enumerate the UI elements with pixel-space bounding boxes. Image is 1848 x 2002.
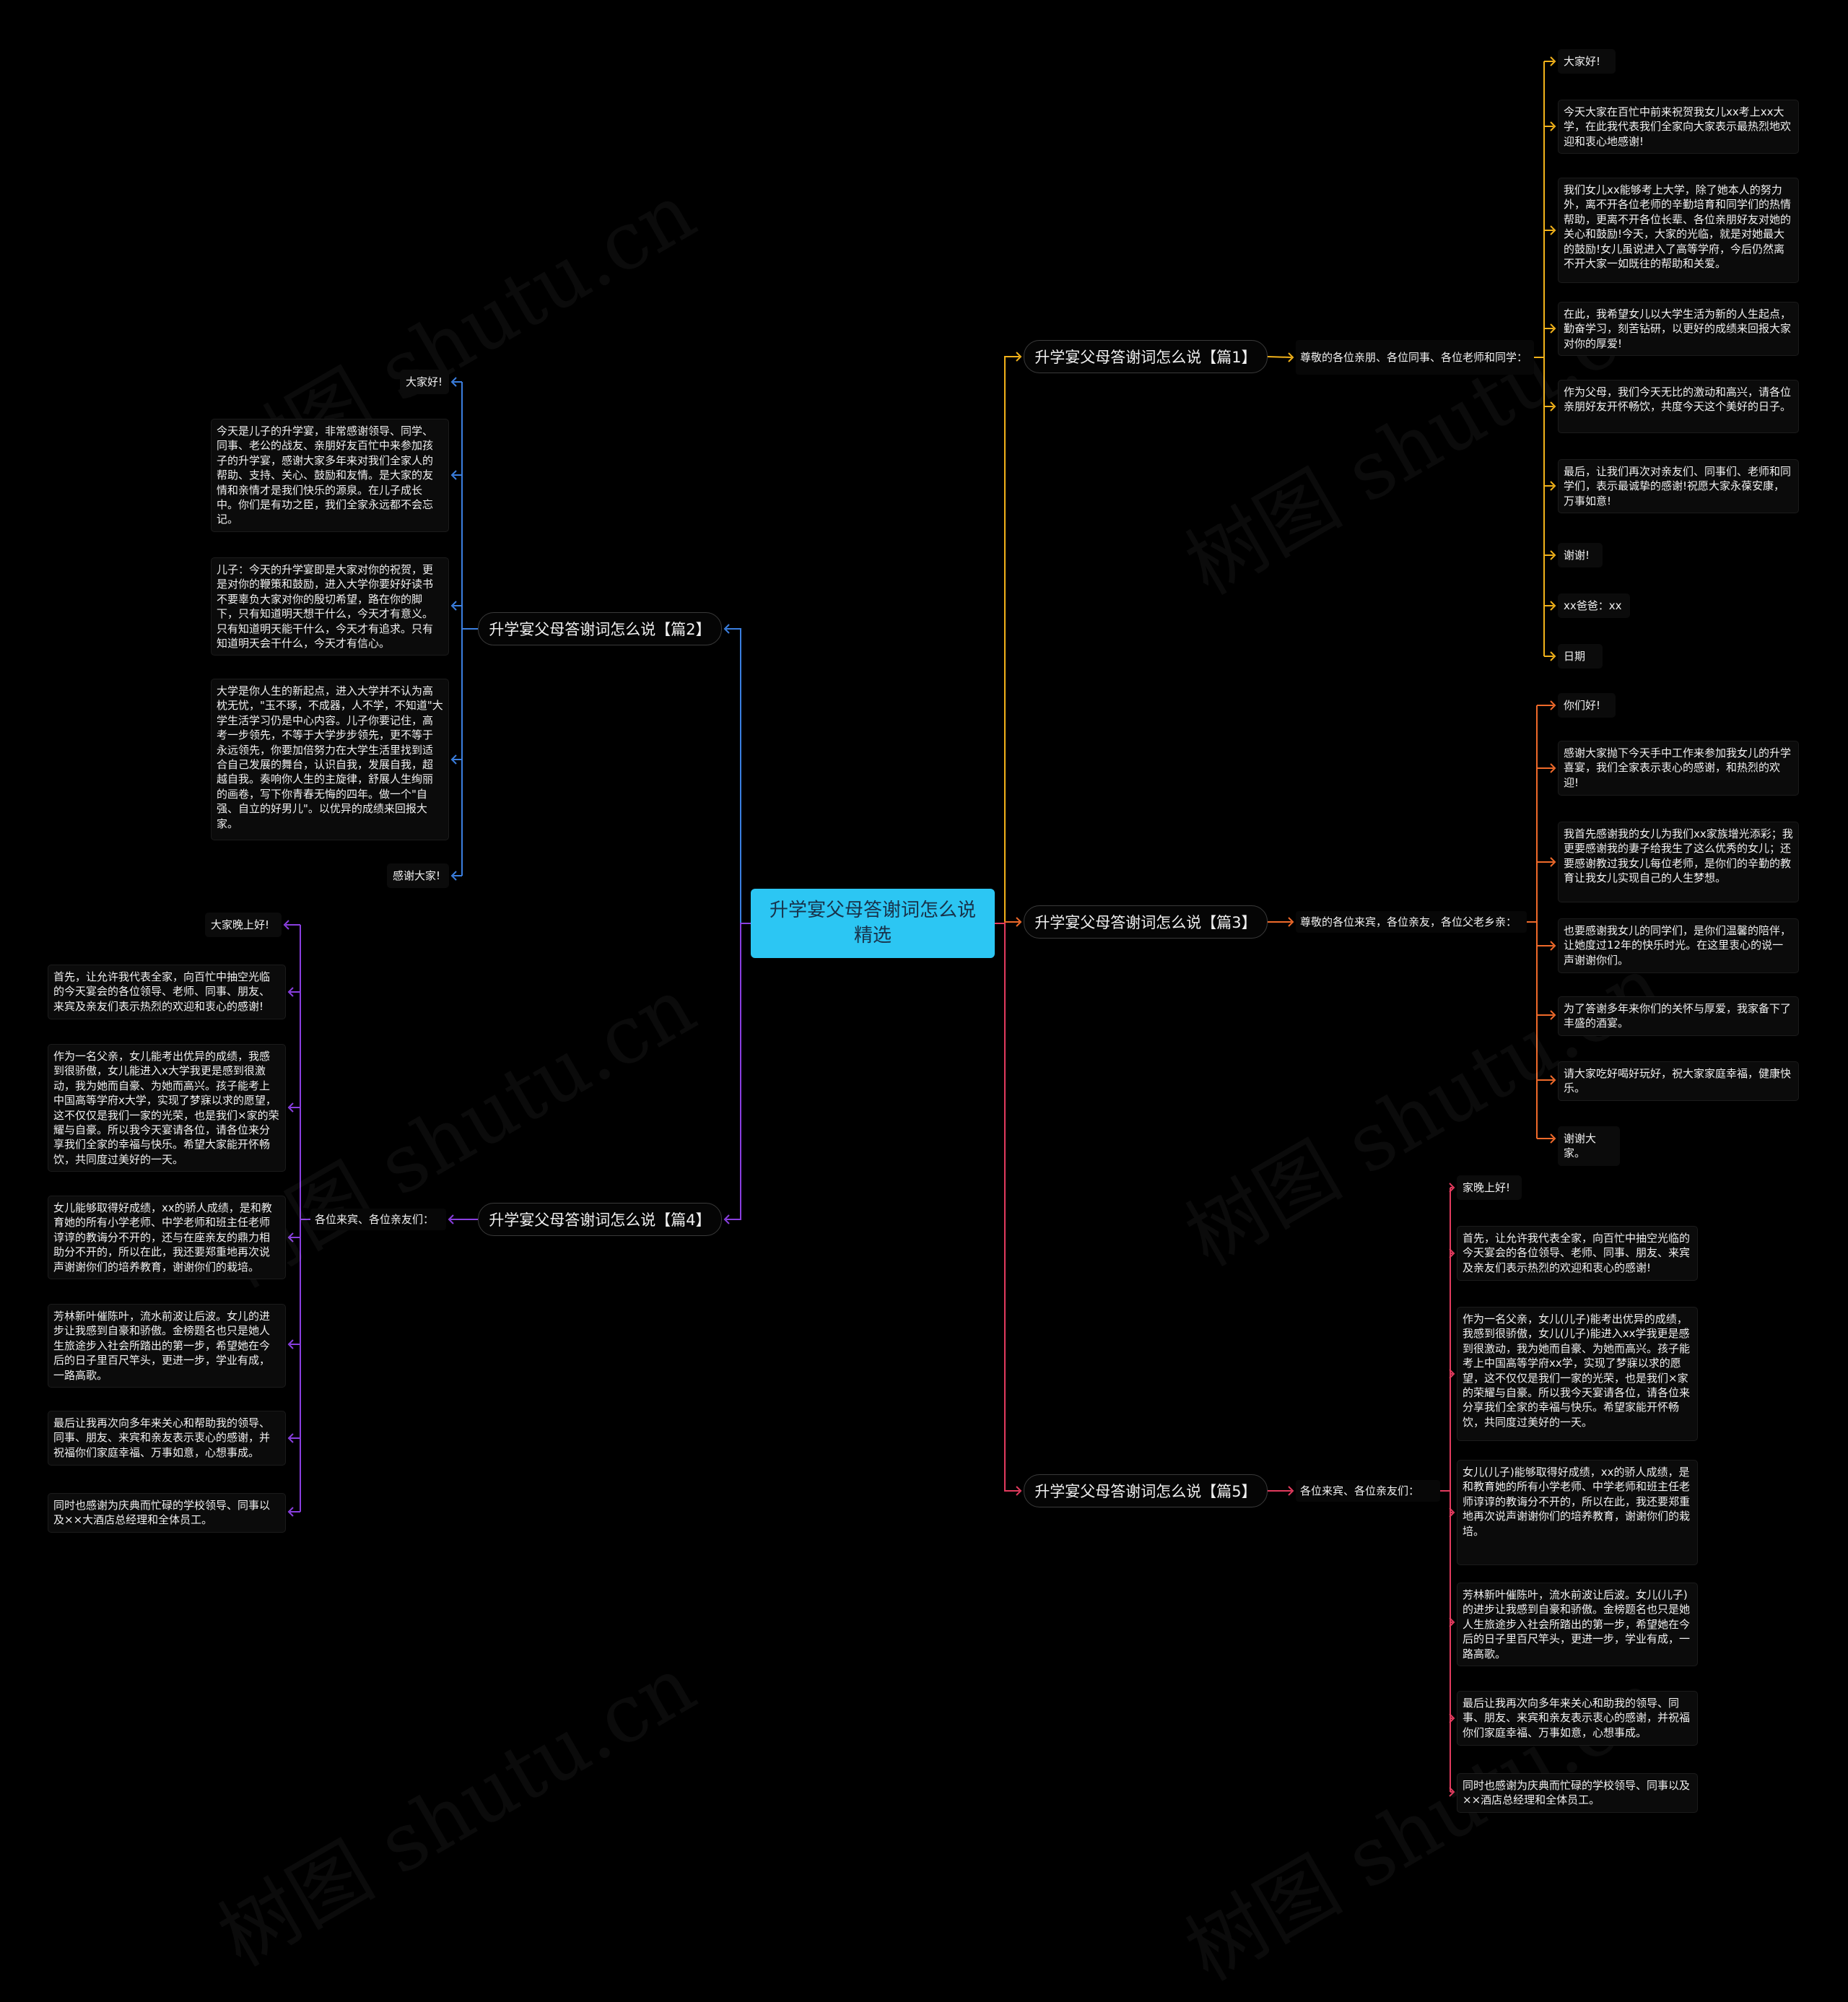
arrow-head — [1288, 1486, 1294, 1496]
leaf-text-p1: 最后，让我们再次对亲友们、同事们、老师和同学们，表示最诚挚的感谢!祝愿大家永葆安… — [1558, 459, 1799, 514]
leaf-text-p4: 最后让我再次向多年来关心和帮助我的领导、同事、朋友、来宾和亲友表示衷心的感谢，并… — [48, 1411, 286, 1466]
arrow-head — [1550, 323, 1556, 334]
leaf-text-p5: 同时也感谢为庆典而忙碌的学校领导、同事以及××酒店总经理和全体员工。 — [1457, 1773, 1698, 1813]
leaf-text-p3: 你们好! — [1558, 693, 1616, 718]
leaf-text-p4: 女儿能够取得好成绩，xx的骄人成绩，是和教育她的所有小学老师、中学老师和班主任老… — [48, 1196, 286, 1279]
branch-topic-p4[interactable]: 升学宴父母答谢词怎么说【篇4】 — [478, 1203, 722, 1236]
arrow-head — [450, 871, 457, 881]
arrow-head — [287, 1433, 294, 1443]
leaf-text-p1: xx爸爸：xx — [1558, 593, 1630, 619]
leaf-text-p5: 家晚上好! — [1457, 1175, 1522, 1201]
arrow-head — [1550, 481, 1556, 491]
arrow-head — [287, 987, 294, 997]
arrow-head — [287, 1102, 294, 1113]
branch-intro-p5: 各位来宾、各位亲友们： — [1296, 1480, 1440, 1502]
arrow-head — [1016, 1486, 1022, 1496]
leaf-text-p3: 为了答谢多年来你们的关怀与厚爱，我家备下了丰盛的酒宴。 — [1558, 996, 1799, 1036]
branch-topic-p1[interactable]: 升学宴父母答谢词怎么说【篇1】 — [1024, 340, 1268, 373]
arrow-head — [1550, 1133, 1556, 1144]
leaf-text-p5: 女儿(儿子)能够取得好成绩，xx的骄人成绩，是和教育她的所有小学老师、中学老师和… — [1457, 1460, 1698, 1565]
leaf-text-p5: 芳林新叶催陈叶，流水前波让后波。女儿(儿子)的进步让我感到自豪和骄傲。金榜题名也… — [1457, 1583, 1698, 1666]
arrow-head — [450, 754, 457, 765]
leaf-text-p1: 大家好! — [1558, 49, 1616, 74]
connector-line — [995, 356, 1019, 924]
leaf-text-p5: 作为一名父亲，女儿(儿子)能考出优异的成绩，我感到很骄傲，女儿(儿子)能进入xx… — [1457, 1307, 1698, 1441]
leaf-text-p4: 同时也感谢为庆典而忙碌的学校领导、同事以及××大酒店总经理和全体员工。 — [48, 1493, 286, 1533]
connector-line — [995, 923, 1019, 1492]
arrow-head — [1550, 1010, 1556, 1020]
leaf-text-p4: 大家晚上好! — [205, 913, 282, 938]
leaf-text-p5: 最后让我再次向多年来关心和助我的领导、同事、朋友、来宾和亲友表示衷心的感谢，并祝… — [1457, 1691, 1698, 1746]
arrow-head — [450, 377, 457, 387]
arrow-head — [723, 1214, 730, 1224]
arrow-head — [1016, 917, 1022, 927]
branch-intro-p3: 尊敬的各位来宾，各位亲友，各位父老乡亲： — [1296, 911, 1527, 933]
leaf-text-p3: 我首先感谢我的女儿为我们xx家族增光添彩；我更要感谢我的妻子给我生了这么优秀的女… — [1558, 822, 1799, 902]
leaf-text-p3: 感谢大家抛下今天手中工作来参加我女儿的升学喜宴，我们全家表示衷心的感谢，和热烈的… — [1558, 741, 1799, 796]
branch-intro-p4: 各位来宾、各位亲友们： — [310, 1209, 446, 1230]
leaf-text-p1: 在此，我希望女儿以大学生活为新的人生起点，勤奋学习，刻苦钻研，以更好的成绩来回报… — [1558, 302, 1799, 357]
leaf-text-p3: 也要感谢我女儿的同学们，是你们温馨的陪伴，让她度过12年的快乐时光。在这里衷心的… — [1558, 918, 1799, 973]
arrow-head — [450, 470, 457, 480]
connector-line — [726, 628, 751, 924]
arrow-head — [1550, 56, 1556, 66]
leaf-text-p2: 今天是儿子的升学宴，非常感谢领导、同学、同事、老公的战友、亲朋好友百忙中来参加孩… — [211, 419, 449, 532]
arrow-head — [1550, 857, 1556, 867]
arrow-head — [1550, 601, 1556, 611]
arrow-head — [1550, 401, 1556, 412]
leaf-text-p4: 首先，让允许我代表全家，向百忙中抽空光临的今天宴会的各位领导、老师、同事、朋友、… — [48, 965, 286, 1019]
arrow-head — [287, 1507, 294, 1517]
leaf-text-p4: 芳林新叶催陈叶，流水前波让后波。女儿的进步让我感到自豪和骄傲。金榜题名也只是她人… — [48, 1304, 286, 1388]
leaf-text-p1: 我们女儿xx能够考上大学，除了她本人的努力外，离不开各位老师的辛勤培育和同学们的… — [1558, 178, 1799, 283]
arrow-head — [1550, 1075, 1556, 1085]
leaf-text-p2: 儿子：今天的升学宴即是大家对你的祝贺，更是对你的鞭策和鼓励，进入大学你要好好读书… — [211, 557, 449, 656]
arrow-head — [1550, 700, 1556, 710]
arrow-head — [287, 1232, 294, 1242]
arrow-head — [1550, 651, 1556, 661]
arrow-head — [1550, 763, 1556, 773]
arrow-head — [287, 1339, 294, 1349]
branch-topic-p3[interactable]: 升学宴父母答谢词怎么说【篇3】 — [1024, 905, 1268, 939]
branch-topic-p2[interactable]: 升学宴父母答谢词怎么说【篇2】 — [478, 612, 722, 645]
arrow-head — [1550, 550, 1556, 560]
arrow-head — [1550, 225, 1556, 235]
arrow-head — [1016, 352, 1022, 362]
connector-line — [726, 923, 751, 1220]
branch-intro-p1: 尊敬的各位亲朋、各位同事、各位老师和同学： — [1296, 340, 1534, 375]
leaf-text-p1: 谢谢! — [1558, 543, 1603, 568]
arrow-head — [283, 920, 289, 930]
arrow-head — [1550, 941, 1556, 951]
leaf-text-p1: 今天大家在百忙中前来祝贺我女儿xx考上xx大学，在此我代表我们全家向大家表示最热… — [1558, 100, 1799, 154]
root-topic[interactable]: 升学宴父母答谢词怎么说精选 — [751, 889, 995, 958]
arrow-head — [1288, 352, 1294, 362]
arrow-head — [450, 601, 457, 611]
arrow-head — [1288, 917, 1294, 927]
branch-topic-p5[interactable]: 升学宴父母答谢词怎么说【篇5】 — [1024, 1474, 1268, 1507]
leaf-text-p3: 请大家吃好喝好玩好，祝大家家庭幸福，健康快乐。 — [1558, 1061, 1799, 1101]
leaf-text-p5: 首先，让允许我代表全家，向百忙中抽空光临的今天宴会的各位领导、老师、同事、朋友、… — [1457, 1226, 1698, 1281]
leaf-text-p2: 大学是你人生的新起点，进入大学并不认为高枕无忧，"玉不琢，不成器，人不学，不知道… — [211, 679, 449, 840]
leaf-text-p1: 作为父母，我们今天无比的激动和高兴，请各位亲朋好友开怀畅饮，共度今天这个美好的日… — [1558, 380, 1799, 433]
leaf-text-p2: 大家好! — [400, 370, 449, 395]
connector-lines — [283, 56, 1556, 1797]
leaf-text-p4: 作为一名父亲，女儿能考出优异的成绩，我感到很骄傲，女儿能进入x大学我更是感到很激… — [48, 1044, 286, 1172]
leaf-text-p1: 日期 — [1558, 644, 1603, 669]
arrow-head — [723, 624, 730, 634]
leaf-text-p2: 感谢大家! — [387, 863, 449, 889]
arrow-head — [1550, 121, 1556, 131]
arrow-head — [448, 1214, 454, 1224]
mindmap-canvas: 升学宴父母答谢词怎么说精选 树图 shutu.cn树图 shutu.cn树图 s… — [48, 49, 1799, 1998]
leaf-text-p3: 谢谢大家。 — [1558, 1126, 1620, 1166]
